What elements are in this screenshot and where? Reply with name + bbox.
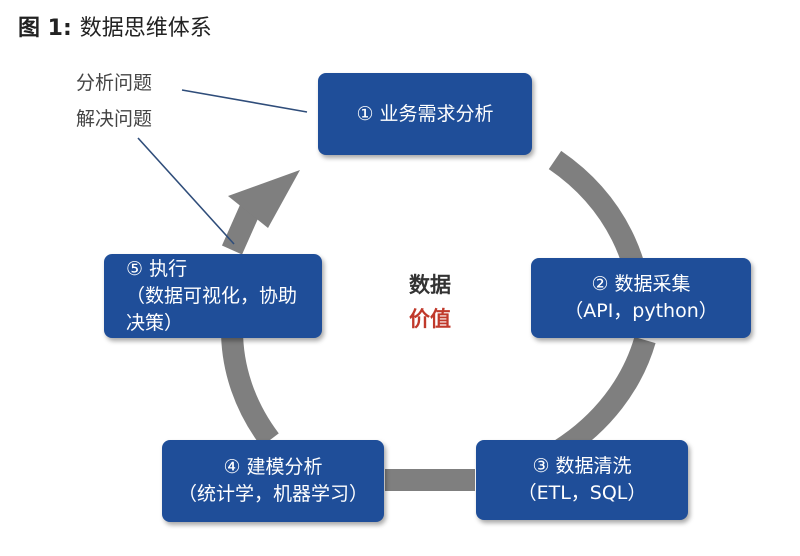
note-solve-problem: 解决问题 <box>76 108 153 130</box>
step-box-data-cleaning: ③ 数据清洗 （ETL，SQL） <box>476 440 688 520</box>
center-label-value: 价值 <box>409 307 451 331</box>
center-label-data: 数据 <box>409 273 451 297</box>
step-4-line-2: （统计学，机器学习） <box>177 483 368 505</box>
step-2-line-2: （API，python） <box>564 300 718 322</box>
cycle-ring-segment-4-5 <box>221 329 279 447</box>
center-label: 数据 价值 <box>395 268 465 336</box>
step-box-modeling: ④ 建模分析 （统计学，机器学习） <box>162 440 384 522</box>
leader-line-analyze <box>181 89 308 113</box>
cycle-ring-segment-2-3 <box>553 336 656 460</box>
step-box-data-collection: ② 数据采集 （API，python） <box>531 258 751 338</box>
note-analyze-problem: 分析问题 <box>76 72 153 94</box>
figure-label: 图 1: <box>18 16 72 41</box>
cycle-arrowhead <box>228 170 300 228</box>
step-box-business-analysis: ① 业务需求分析 <box>318 73 532 155</box>
step-5-line-1: ⑤ 执行 <box>126 257 188 280</box>
step-3-line-1: ③ 数据清洗 <box>532 455 632 477</box>
step-1-line-1: ① 业务需求分析 <box>356 102 494 125</box>
step-3-line-2: （ETL，SQL） <box>517 482 647 504</box>
leader-line-solve <box>137 137 235 245</box>
step-box-execution: ⑤ 执行 （数据可视化，协助 决策） <box>104 254 322 338</box>
step-5-line-3: 决策） <box>126 311 184 334</box>
step-4-line-1: ④ 建模分析 <box>223 456 323 478</box>
figure-title: 图 1: 数据思维体系 <box>18 10 212 42</box>
figure-title-text: 数据思维体系 <box>79 16 212 41</box>
step-2-line-1: ② 数据采集 <box>591 273 691 295</box>
step-5-line-2: （数据可视化，协助 <box>126 284 298 307</box>
